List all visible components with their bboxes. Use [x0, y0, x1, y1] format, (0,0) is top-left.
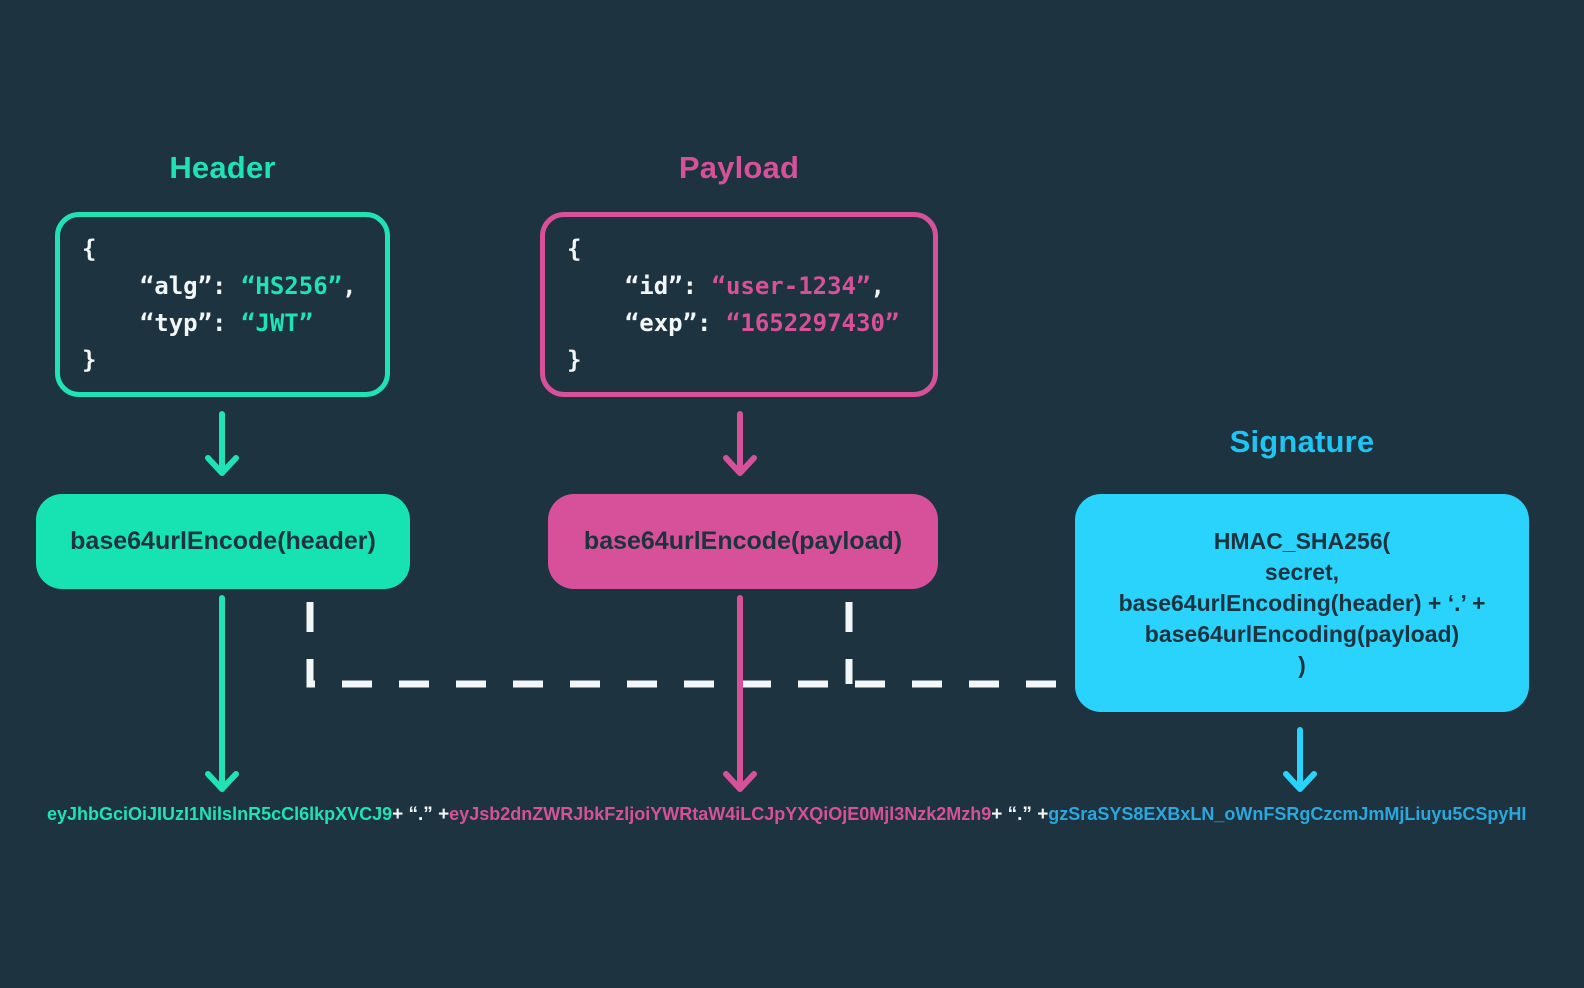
signature-line: ) [1298, 651, 1306, 678]
code-line: } [82, 345, 97, 374]
signature-line: base64urlEncoding(payload) [1144, 620, 1460, 647]
signature-section-title: Signature [1229, 424, 1375, 459]
payload-json-card: { “id”: “user-1234”, “exp”: “1652297430”… [540, 212, 938, 397]
encoded-jwt-output-row: eyJhbGciOiJIUzI1NilslnR5cCl6lkpXVCJ9+ “.… [47, 804, 1526, 826]
base64-encode-header-box: base64urlEncode(header) [36, 494, 410, 589]
payload-section-title: Payload [678, 150, 800, 185]
code-line: “id”: “user-1234”, [567, 271, 885, 300]
header-json-card: { “alg”: “HS256”, “typ”: “JWT”} [55, 212, 390, 397]
signature-encoded-output-arrow-icon [1283, 727, 1317, 792]
signature-line: secret, [1264, 558, 1340, 585]
signature-line: HMAC_SHA256( [1213, 527, 1391, 554]
signature-line: base64urlEncoding(header) + ‘.’ + [1118, 589, 1486, 616]
dot-separator: + “.” + [392, 804, 450, 825]
payload-encoded-output-arrow-icon [723, 595, 757, 792]
code-line: { [567, 234, 582, 263]
header-section-title: Header [169, 150, 276, 185]
base64-encode-payload-box: base64urlEncode(payload) [548, 494, 938, 589]
code-line: { [82, 234, 97, 263]
encoded-payload-string: eyJsb2dnZWRJbkFzljoiYWRtaW4iLCJpYXQiOjE0… [449, 804, 992, 824]
dot-separator: + “.” + [991, 804, 1049, 825]
payload-down-arrow-icon [723, 411, 757, 476]
signature-hmac-box: HMAC_SHA256( secret, base64urlEncoding(h… [1075, 494, 1529, 712]
header-encoded-output-arrow-icon [205, 595, 239, 792]
encoded-header-string: eyJhbGciOiJIUzI1NilslnR5cCl6lkpXVCJ9 [47, 804, 393, 824]
encoded-signature-string: gzSraSYS8EXBxLN_oWnFSRgCzcmJmMjLiuyu5CSp… [1048, 804, 1527, 824]
code-line: “exp”: “1652297430” [567, 308, 900, 337]
code-line: } [567, 345, 582, 374]
header-down-arrow-icon [205, 411, 239, 476]
code-line: “typ”: “JWT” [82, 308, 314, 337]
code-line: “alg”: “HS256”, [82, 271, 357, 300]
